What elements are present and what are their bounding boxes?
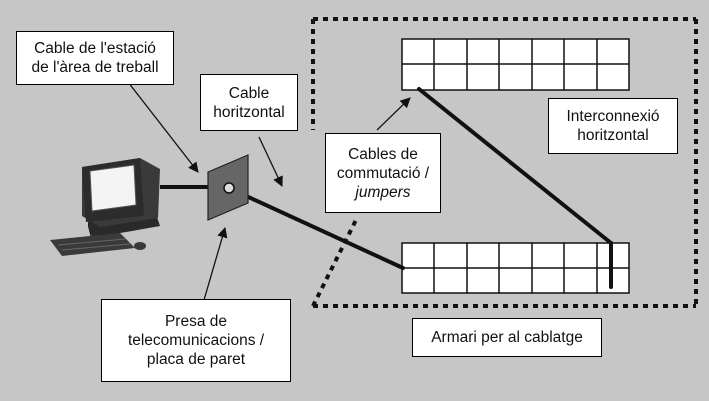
label-crossconnect-line2: horitzontal — [577, 127, 649, 144]
label-crossconnect-line1: Interconnexió — [566, 108, 660, 125]
horizontal-cable-line — [229, 187, 405, 270]
computer-icon — [50, 158, 160, 256]
arrow-horizontal-cable — [258, 136, 283, 187]
label-wiring-closet-text: Armari per al cablatge — [431, 329, 583, 346]
label-telecom-outlet-line3: placa de paret — [146, 351, 246, 368]
label-horizontal-cable-line1: Cable — [228, 84, 270, 102]
label-patch-cables-line2: commutació / — [336, 164, 430, 182]
arrow-work-area-cable — [127, 81, 199, 173]
label-patch-cables: Cables de commutació / jumpers — [325, 133, 441, 213]
jumper-cable — [417, 87, 613, 289]
wiring-closet-boundary — [311, 17, 698, 308]
label-wiring-closet: Armari per al cablatge — [412, 318, 602, 357]
label-horizontal-cable: Cable horitzontal — [200, 74, 298, 131]
label-work-area-cable-line2: de l'àrea de treball — [31, 59, 159, 76]
label-horizontal-cable-line2: horitzontal — [213, 103, 285, 121]
label-horizontal-crossconnect: Interconnexió horitzontal — [548, 98, 678, 154]
arrow-telecom-outlet — [203, 227, 228, 301]
label-patch-cables-line3: jumpers — [355, 183, 411, 201]
patch-panel-icon — [401, 38, 630, 91]
label-telecom-outlet-line1: Presa de — [164, 313, 228, 330]
label-work-area-cable: Cable de l'estació de l'àrea de treball — [16, 31, 174, 85]
patch-panel-lower-icon — [401, 242, 630, 294]
label-work-area-cable-line1: Cable de l'estació — [34, 40, 156, 57]
wall-plate-icon — [207, 154, 249, 221]
label-telecom-outlet: Presa de telecomunicacions / placa de pa… — [101, 299, 291, 382]
label-patch-cables-line1: Cables de — [348, 145, 418, 163]
pointer-arrows — [127, 81, 411, 301]
label-telecom-outlet-line2: telecomunicacions / — [127, 332, 265, 349]
arrow-jumpers — [376, 97, 411, 131]
